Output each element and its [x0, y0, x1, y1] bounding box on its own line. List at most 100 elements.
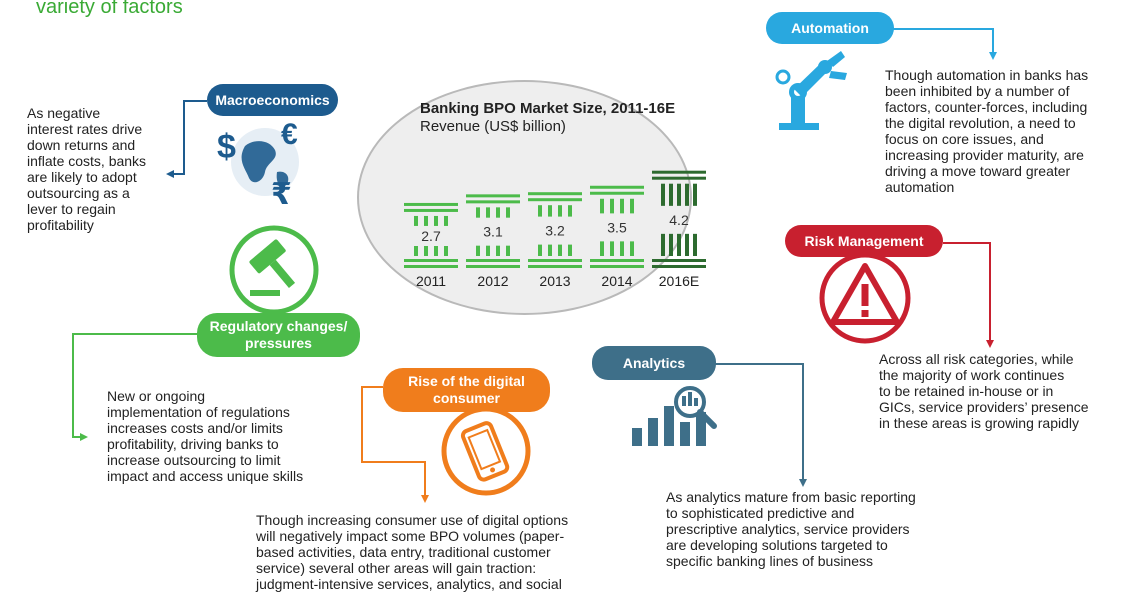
chart-title: Banking BPO Market Size, 2011-16E: [420, 100, 676, 117]
risk-management-text: Across all risk categories, while the ma…: [879, 351, 1089, 431]
page-title-fragment: variety of factors: [36, 0, 183, 18]
data-label: 3.5: [607, 219, 627, 235]
pillar-flute: [424, 215, 428, 226]
pillar-capital: [404, 202, 458, 206]
pillar-base: [466, 259, 520, 262]
pillar-capital: [528, 192, 582, 196]
pillar-base: [652, 259, 706, 262]
data-label: 3.2: [545, 223, 565, 239]
pillar-flute: [685, 233, 689, 256]
pillar-capital: [590, 191, 644, 195]
pillar-flute: [486, 245, 490, 256]
pillar-base: [528, 259, 582, 262]
pillar-capital: [590, 185, 644, 189]
digital-consumer-text: Though increasing consumer use of digita…: [256, 512, 569, 592]
analytics-arrowhead: [799, 479, 807, 487]
x-tick-label: 2014: [601, 273, 632, 289]
robot-arm-icon: [775, 51, 847, 130]
pillar-flute: [538, 244, 542, 256]
svg-text:₹: ₹: [271, 177, 292, 212]
pillar-flute: [568, 205, 572, 217]
automation-label: Automation: [766, 12, 894, 44]
pillar-flute: [600, 198, 604, 214]
svg-text:$: $: [217, 128, 236, 166]
automation-arrowhead: [989, 52, 997, 60]
warning-triangle-icon: [819, 252, 911, 344]
pillar-flute: [548, 205, 552, 217]
x-tick-label: 2012: [477, 273, 508, 289]
chart-bar: 3.2 2013: [528, 192, 582, 289]
pillar-flute: [661, 233, 665, 256]
pillar-flute: [496, 207, 500, 218]
x-tick-label: 2016E: [659, 273, 699, 289]
bpo-market-chart: 2.7 2011 3.1 2012 3.2 2013 3.5 2014 4.2 2016E: [404, 170, 706, 289]
pillar-flute: [558, 205, 562, 217]
pillar-base: [590, 259, 644, 262]
pillar-flute: [434, 215, 438, 226]
chart-bar: 4.2 2016E: [652, 170, 706, 289]
pillar-flute: [538, 205, 542, 217]
pillar-flute: [669, 233, 673, 256]
pillar-base: [404, 259, 458, 262]
pillar-flute: [610, 198, 614, 214]
macro-connector: [174, 100, 207, 175]
analytics-label: Analytics: [592, 346, 716, 380]
gavel-icon: [229, 225, 319, 315]
regulatory-label: Regulatory changes/ pressures: [197, 313, 360, 357]
pillar-capital: [466, 200, 520, 204]
macroeconomics-label: Macroeconomics: [207, 84, 338, 116]
digital-consumer-label: Rise of the digital consumer: [383, 368, 550, 412]
pillar-flute: [620, 198, 624, 214]
pillar-flute: [568, 244, 572, 256]
currency-globe-icon: $ € ₹: [217, 118, 299, 212]
pillar-flute: [414, 246, 418, 256]
pillar-flute: [693, 233, 697, 256]
svg-text:€: €: [281, 118, 298, 151]
pillar-flute: [630, 198, 634, 214]
pillar-flute: [506, 245, 510, 256]
pillar-flute: [558, 244, 562, 256]
pillar-flute: [476, 207, 480, 218]
pillar-capital: [528, 198, 582, 202]
pillar-flute: [677, 183, 681, 206]
chart-subtitle: Revenue (US$ billion): [420, 118, 566, 135]
pillar-flute: [486, 207, 490, 218]
pillar-flute: [444, 246, 448, 256]
pillar-flute: [685, 183, 689, 206]
pillar-capital: [652, 170, 706, 174]
pillar-flute: [424, 246, 428, 256]
pillar-flute: [620, 241, 624, 256]
chart-ellipse: [357, 80, 692, 315]
pillar-flute: [600, 241, 604, 256]
pillar-flute: [506, 207, 510, 218]
pillar-flute: [444, 215, 448, 226]
x-tick-label: 2013: [539, 273, 570, 289]
automation-text: Though automation in banks has been inhi…: [885, 67, 1089, 195]
pillar-flute: [669, 183, 673, 206]
digital-connector: [361, 386, 426, 496]
data-label: 4.2: [669, 212, 689, 228]
regulatory-text: New or ongoing implementation of regulat…: [107, 388, 304, 484]
pillar-flute: [434, 246, 438, 256]
pillar-capital: [652, 176, 706, 180]
pillar-base: [590, 265, 644, 268]
pillar-flute: [693, 183, 697, 206]
pillar-flute: [630, 241, 634, 256]
data-label: 3.1: [483, 224, 503, 240]
risk-arrowhead: [986, 340, 994, 348]
automation-connector: [893, 28, 994, 54]
pillar-base: [466, 265, 520, 268]
pillar-base: [652, 265, 706, 268]
chart-bar: 2.7 2011: [404, 202, 458, 289]
analytics-connector: [715, 363, 804, 480]
bar-chart-magnifier-icon: [632, 386, 717, 446]
risk-management-label: Risk Management: [785, 225, 943, 257]
pillar-capital: [466, 194, 520, 198]
pillar-capital: [404, 208, 458, 212]
digital-arrowhead: [421, 495, 429, 503]
macro-arrowhead: [166, 170, 174, 178]
regulatory-arrowhead: [80, 433, 88, 441]
data-label: 2.7: [421, 228, 441, 244]
x-tick-label: 2011: [416, 273, 446, 289]
